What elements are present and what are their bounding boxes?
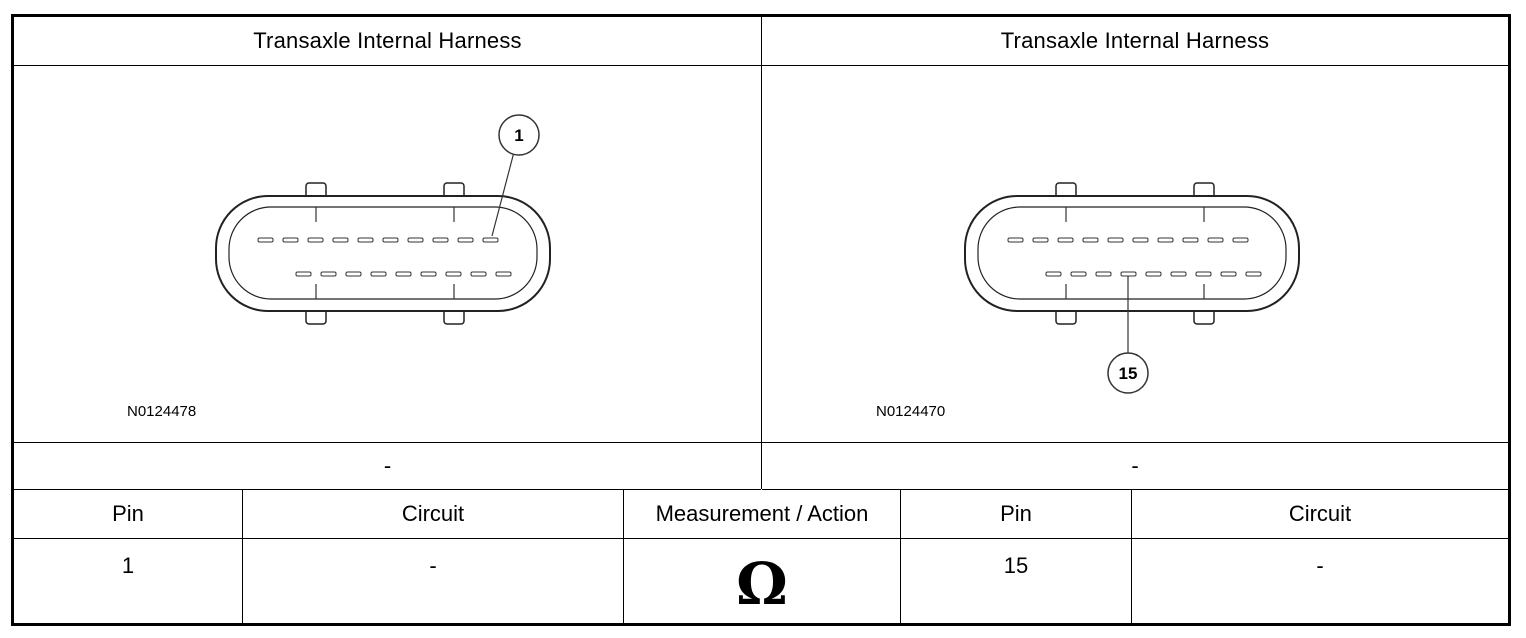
right-connector-figure: 15 N0124470 (762, 66, 1508, 443)
column-header-pin: Pin (901, 490, 1132, 538)
callout-bubble (1107, 352, 1149, 394)
callout-pin-15: 15 (1119, 364, 1138, 383)
table-row: 1 - Ω 15 - (14, 539, 1508, 623)
left-panel-header: Transaxle Internal Harness (14, 17, 761, 66)
pinout-test-sheet: Transaxle Internal Harness (11, 14, 1511, 626)
right-panel-header: Transaxle Internal Harness (762, 17, 1508, 66)
callout-bubble (498, 114, 540, 156)
pin-a-cell: 1 (14, 539, 243, 623)
left-panel-footer: - (14, 443, 761, 490)
pin-b-cell: 15 (901, 539, 1132, 623)
left-connector-figure: 1 N0124478 (14, 66, 761, 443)
circuit-b-cell: - (1316, 553, 1324, 578)
figure-code: N0124470 (876, 403, 945, 420)
circuit-a-cell: - (243, 539, 624, 623)
connector-face-diagram-right: 15 N0124470 (876, 182, 1300, 420)
left-connector-panel: Transaxle Internal Harness (14, 17, 762, 490)
column-header-pin: Pin (14, 490, 243, 538)
connector-face-diagram-left: 1 N0124478 (127, 114, 551, 420)
column-header-circuit: Circuit (243, 490, 624, 538)
column-header-measurement: Measurement / Action (624, 490, 901, 538)
connector-views: Transaxle Internal Harness (14, 17, 1508, 490)
measurement-cell: Ω (624, 539, 901, 623)
callout-pin-1: 1 (514, 126, 523, 145)
table-header-row: Pin Circuit Measurement / Action Pin Cir… (14, 490, 1508, 539)
right-connector-panel: Transaxle Internal Harness (762, 17, 1508, 490)
measurement-table: Pin Circuit Measurement / Action Pin Cir… (14, 490, 1508, 623)
ohm-icon: Ω (736, 550, 788, 618)
right-panel-footer: - (762, 443, 1508, 490)
column-header-circuit: Circuit (1288, 501, 1352, 526)
figure-code: N0124478 (127, 403, 196, 420)
